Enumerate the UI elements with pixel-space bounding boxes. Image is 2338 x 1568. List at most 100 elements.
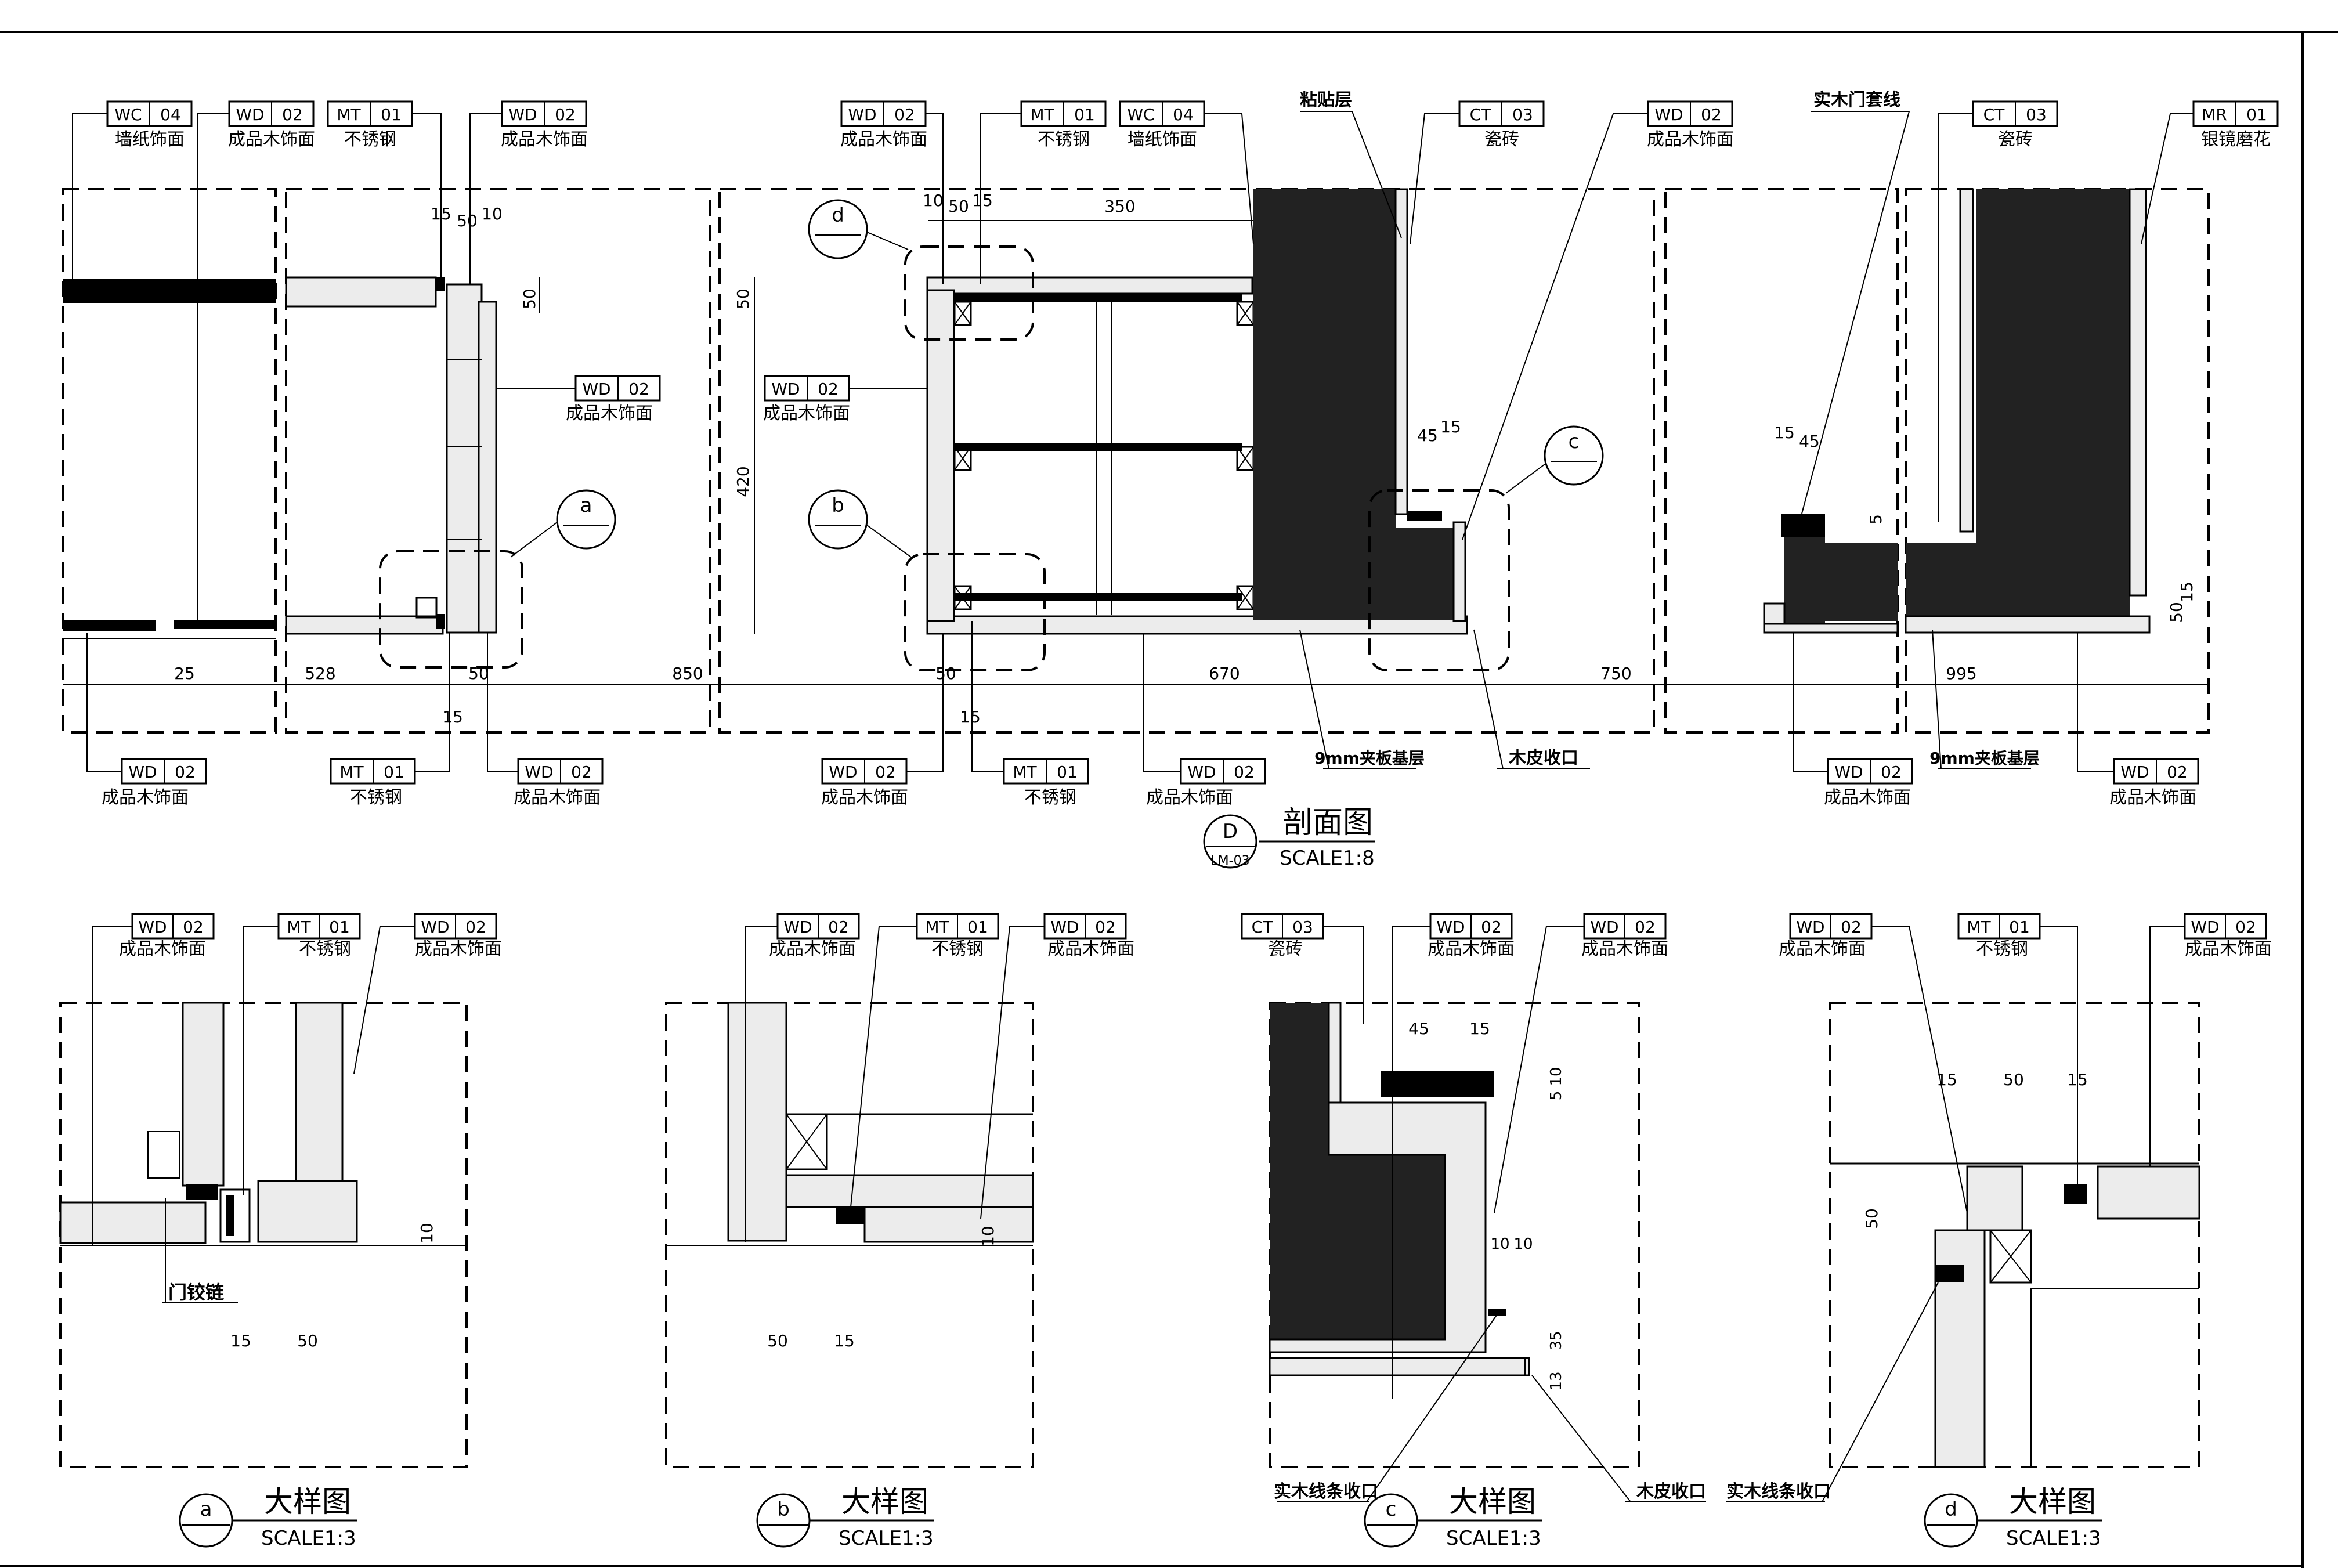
callout-text: 墙纸饰面 xyxy=(115,129,185,150)
label-veneer-trim: 木皮收口 xyxy=(1636,1482,1706,1502)
detail-bubble-c xyxy=(1544,425,1604,486)
dim-text: 13 xyxy=(1548,1371,1565,1390)
panel5-floor xyxy=(1905,615,2151,634)
callout-num: 02 xyxy=(1234,763,1255,782)
detail-d-geometry xyxy=(1830,1162,2200,1468)
mirror-layer xyxy=(2129,188,2147,597)
detail-bubble-c-letter: c xyxy=(1569,430,1580,453)
door-frame-trim xyxy=(1781,514,1825,537)
section-top-callouts: WC 04 墙纸饰面 WD 02 成品木饰面 MT 01 不锈钢 WD xyxy=(72,90,2279,621)
callout-num: 01 xyxy=(1074,105,1095,124)
callout-num: 02 xyxy=(1635,917,1656,937)
callout-code: WC xyxy=(1127,105,1154,124)
callout-text: 成品木饰面 xyxy=(821,787,908,808)
callout-num: 02 xyxy=(2167,763,2188,782)
detail-d-callouts: WD 02 成品木饰面 MT 01 不锈钢 WD 02 成品木饰面 实木线条收口… xyxy=(1726,913,2272,1502)
dim-text: 10 xyxy=(417,1223,436,1244)
callout-text: 成品木饰面 xyxy=(501,129,588,150)
section-tag-letter: D xyxy=(1223,820,1238,843)
callout-code: CT xyxy=(1252,917,1274,937)
callout-code: WD xyxy=(421,917,449,937)
callout-tag: MT 01 不锈钢 xyxy=(330,633,450,808)
callout-code: WC xyxy=(114,105,142,124)
dim-text: 50 xyxy=(733,288,753,309)
panel4-wall xyxy=(1825,543,1898,621)
label-solid-wood-trim: 实木线条收口 xyxy=(1726,1482,1831,1502)
callout-code: WD xyxy=(2120,763,2149,782)
label-solid-wood-trim: 实木线条收口 xyxy=(1274,1482,1378,1502)
callout-num: 03 xyxy=(2026,105,2047,124)
callout-text: 成品木饰面 xyxy=(1146,787,1233,808)
label-adhesive-layer: 粘贴层 xyxy=(1300,90,1352,110)
callout-tag: WD 02 成品木饰面 xyxy=(763,375,927,424)
section-bottom-callouts: WD 02 成品木饰面 MT 01 不锈钢 WD 02 成品木饰面 WD 02 … xyxy=(86,621,2199,808)
callout-text: 成品木饰面 xyxy=(102,787,189,808)
cabinet-shelf-low xyxy=(955,593,1242,601)
dim-text: 670 xyxy=(1209,664,1240,683)
wood-jamb xyxy=(446,283,483,634)
callout-text: 成品木饰面 xyxy=(2109,787,2196,808)
dim-text: 15 xyxy=(972,191,993,210)
hinge xyxy=(415,597,438,619)
detail-title: 大样图 xyxy=(841,1485,928,1519)
dim-text: 50 xyxy=(297,1331,318,1350)
callout-tag: WD 02 成品木饰面 xyxy=(1462,100,1734,540)
detail-title: 大样图 xyxy=(2009,1485,2096,1519)
detail-title-c: c 大样图 SCALE1:3 xyxy=(1364,1485,1542,1550)
dim-text: 15 xyxy=(1774,423,1795,442)
wallpaper-strip xyxy=(63,279,276,303)
dim-text: 50 xyxy=(520,288,539,309)
callout-tag: WC 04 墙纸饰面 xyxy=(72,100,193,290)
callout-num: 01 xyxy=(329,917,350,937)
callout-tag: WD 02 成品木饰面 xyxy=(1143,633,1266,808)
callout-code: WD xyxy=(1796,917,1824,937)
cabinet-shelf-top xyxy=(955,294,1242,302)
dim-text: 15 xyxy=(960,707,981,727)
callout-text: 不锈钢 xyxy=(1024,787,1076,808)
dim-text: 15 xyxy=(1936,1070,1957,1089)
callout-code: MT xyxy=(339,763,364,782)
detail-bubble-a xyxy=(556,489,616,550)
dim-text: 35 xyxy=(1548,1331,1565,1350)
callout-num: 01 xyxy=(1057,763,1078,782)
callout-code: WD xyxy=(829,763,857,782)
callout-tag: WD 02 成品木饰面 xyxy=(821,633,944,808)
callout-code: WD xyxy=(1654,105,1683,124)
detail-bubble-a-letter: a xyxy=(580,494,592,517)
cross-blocks xyxy=(953,301,1255,610)
dim-text: 5 xyxy=(1866,514,1885,525)
callout-text: 瓷砖 xyxy=(1268,939,1303,959)
detail-frame-d xyxy=(1829,1002,2200,1468)
wood-panel-top xyxy=(285,276,437,308)
dim-text: 15 xyxy=(2067,1070,2088,1089)
callout-code: MT xyxy=(1967,917,1991,937)
callout-tag: WD 02 成品木饰面 xyxy=(487,633,604,808)
callout-code: WD xyxy=(2191,917,2219,937)
label-veneer-finish: 木皮收口 xyxy=(1508,748,1578,768)
detail-a-callouts: WD 02 成品木饰面 MT 01 不锈钢 WD 02 成品木饰面 门铰链 15… xyxy=(92,913,502,1350)
callout-text: 成品木饰面 xyxy=(228,129,315,150)
dim-text: 528 xyxy=(305,664,335,683)
dim-text: 10 xyxy=(1490,1235,1509,1253)
dim-text: 850 xyxy=(672,664,703,683)
detail-tag-letter: c xyxy=(1386,1498,1397,1521)
callout-tag: CT 03 瓷砖 xyxy=(1938,100,2058,522)
dim-text: 50 xyxy=(1862,1208,1881,1229)
callout-tag: WD 02 成品木饰面 xyxy=(1793,633,1913,808)
callout-num: 01 xyxy=(2246,105,2267,124)
detail-bubble-b xyxy=(808,489,868,550)
callout-text: 成品木饰面 xyxy=(514,787,601,808)
section-scale: SCALE1:8 xyxy=(1280,847,1375,870)
callout-num: 02 xyxy=(282,105,303,124)
callout-num: 02 xyxy=(818,380,839,399)
callout-tag: WD 02 成品木饰面 xyxy=(469,100,588,284)
dim-text: 45 xyxy=(1408,1019,1429,1038)
callout-num: 02 xyxy=(1095,917,1116,937)
callout-text: 成品木饰面 xyxy=(2185,939,2272,959)
detail-title: 大样图 xyxy=(264,1485,351,1519)
callout-num: 02 xyxy=(571,763,592,782)
dim-text: 350 xyxy=(1104,197,1135,216)
callout-code: WD xyxy=(1436,917,1465,937)
detail-scale: SCALE1:3 xyxy=(1446,1527,1541,1550)
callout-num: 02 xyxy=(465,917,486,937)
